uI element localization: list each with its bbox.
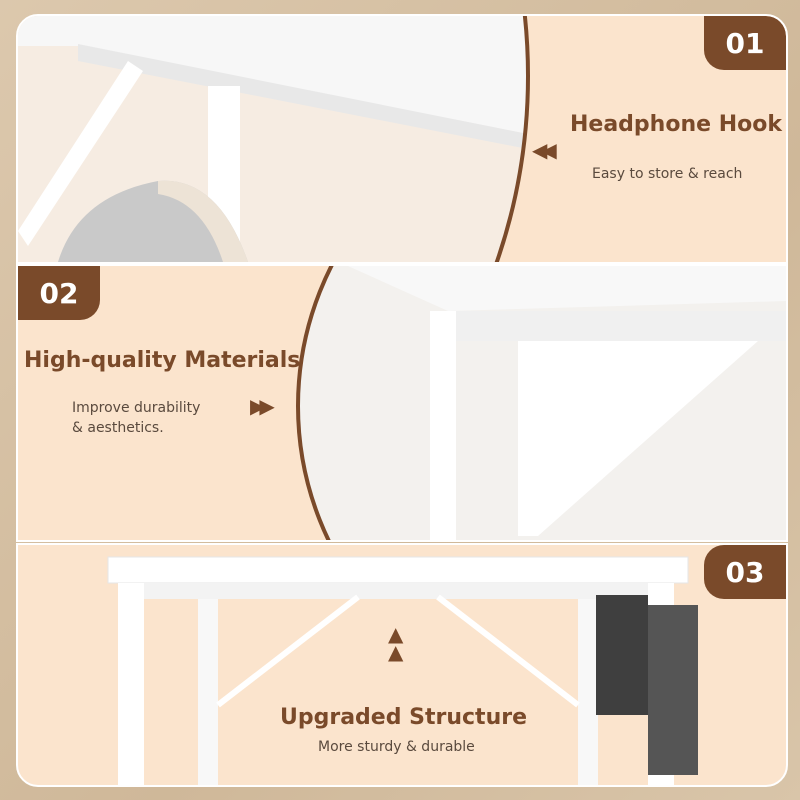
feature-title: High-quality Materials bbox=[24, 348, 301, 373]
arrow-up-bottom: ▲ bbox=[388, 640, 404, 664]
feature-subtitle-line1: Improve durability bbox=[72, 400, 201, 416]
desk-hook-photo bbox=[18, 16, 530, 262]
arrow-up-top: ▲ bbox=[388, 622, 404, 646]
feature-subtitle: More sturdy & durable bbox=[318, 739, 475, 755]
feature-number-badge: 01 bbox=[704, 16, 786, 70]
feature-number-badge: 03 bbox=[704, 545, 786, 599]
desk-front-photo bbox=[107, 556, 698, 785]
feature-panel-materials: 02 High-quality Materials Improve durabi… bbox=[16, 264, 788, 542]
arrow-right-icon: ▶▶ bbox=[250, 394, 275, 418]
feature-subtitle-line2: & aesthetics. bbox=[72, 420, 164, 436]
arrow-left-icon: ◀◀ bbox=[532, 138, 557, 162]
arrow-up-icon: ▲▲ bbox=[388, 622, 404, 664]
feature-title: Headphone Hook bbox=[570, 112, 782, 137]
feature-panel-structure: 03 ▲▲ Upgraded Structure More sturdy & d… bbox=[16, 543, 788, 787]
feature-panel-headphone-hook: 01 Headphone Hook Easy to store & reach … bbox=[16, 14, 788, 264]
feature-title: Upgraded Structure bbox=[280, 705, 527, 730]
desk-corner-photo bbox=[296, 266, 786, 540]
feature-subtitle: Easy to store & reach bbox=[592, 166, 743, 182]
feature-number-badge: 02 bbox=[18, 266, 100, 320]
